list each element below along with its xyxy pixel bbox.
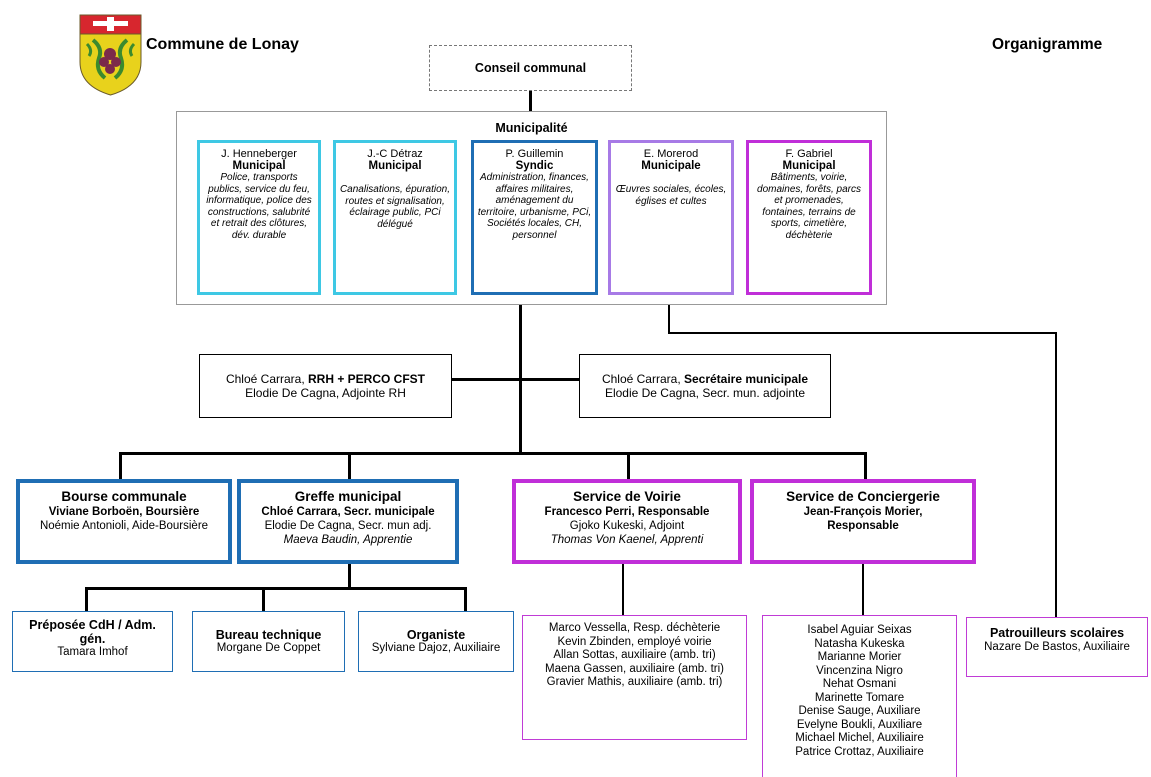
sub-unit-prepose-cdh: Préposée CdH / Adm. gén. Tamara Imhof <box>12 611 173 672</box>
member-role: Municipal <box>782 159 836 172</box>
department-member: Elodie De Cagna, Secr. mun adj. <box>264 520 432 532</box>
department-apprentice: Maeva Baudin, Apprentie <box>283 534 413 546</box>
staff-member: Natasha Kukeska <box>814 637 905 650</box>
member-responsibilities: Bâtiments, voirie, domaines, forêts, par… <box>757 172 861 241</box>
line-sub-horizontal <box>85 587 467 590</box>
conseil-communal-label: Conseil communal <box>474 61 587 75</box>
commune-name: Commune de Lonay <box>146 36 299 53</box>
municipal-card-gabriel: F. Gabriel Municipal Bâtiments, voirie, … <box>746 140 872 295</box>
commune-crest-logo <box>79 14 142 96</box>
staff-secretariat-line2: Elodie De Cagna, Secr. mun. adjointe <box>604 386 806 400</box>
staff-member: Marianne Morier <box>817 651 902 663</box>
staff-box-secretariat: Chloé Carrara, Secrétaire municipale Elo… <box>579 354 831 418</box>
staff-member: Gravier Mathis, auxiliaire (amb. tri) <box>546 676 723 688</box>
department-bourse-communale: Bourse communale Viviane Borboën, Boursi… <box>16 479 232 564</box>
patrouilleurs-person: Nazare De Bastos, Auxiliaire <box>984 641 1130 653</box>
department-service-conciergerie: Service de Conciergerie Jean-François Mo… <box>750 479 976 564</box>
line-conseil-municipalite <box>529 91 532 111</box>
staff-member: Patrice Crottaz, Auxiliaire <box>795 745 924 758</box>
municipal-card-detraz: J.-C Détraz Municipal Canalisations, épu… <box>333 140 457 295</box>
line-to-greffe <box>348 452 351 479</box>
line-conciergerie-staff <box>862 564 864 615</box>
patrouilleurs-title: Patrouilleurs scolaires <box>989 626 1125 640</box>
staff-member: Vincenzina Nigro <box>816 664 903 677</box>
member-name: J. Henneberger <box>221 148 297 160</box>
municipal-card-guillemin: P. Guillemin Syndic Administration, fina… <box>471 140 598 295</box>
department-title: Service de Voirie <box>573 489 681 504</box>
department-apprentice: Thomas Von Kaenel, Apprenti <box>550 534 704 546</box>
sub-unit-title-cont: gén. <box>79 632 106 646</box>
line-staff-horizontal <box>452 378 579 381</box>
department-member: Noémie Antonioli, Aide-Boursière <box>39 520 209 532</box>
sub-unit-title: Organiste <box>406 628 466 642</box>
staff-member: Michael Michel, Auxiliaire <box>795 732 924 744</box>
department-service-voirie: Service de Voirie Francesco Perri, Respo… <box>512 479 742 564</box>
member-responsibilities: Œuvres sociales, écoles, églises et cult… <box>615 184 727 207</box>
line-to-voirie <box>627 452 630 479</box>
line-to-bourse <box>119 452 122 479</box>
sub-unit-bureau-technique: Bureau technique Morgane De Coppet <box>192 611 345 672</box>
sub-unit-person: Sylviane Dajoz, Auxiliaire <box>371 642 501 654</box>
member-role: Municipal <box>232 159 286 172</box>
line-gabriel-down <box>668 293 670 333</box>
staff-member: Marco Vessella, Resp. déchèterie <box>548 622 721 634</box>
member-responsibilities: Administration, finances, affaires milit… <box>477 172 592 241</box>
voirie-staff-list: Marco Vessella, Resp. déchèterie Kevin Z… <box>522 615 747 740</box>
department-title: Greffe municipal <box>294 489 402 504</box>
sub-unit-person: Tamara Imhof <box>57 646 128 658</box>
conciergerie-staff-list: Isabel Aguiar Seixas Natasha Kukeska Mar… <box>762 615 957 777</box>
department-member: Gjoko Kukeski, Adjoint <box>569 520 685 532</box>
line-greffe-down <box>348 563 351 588</box>
document-title: Organigramme <box>992 36 1103 53</box>
member-role: Municipale <box>641 159 701 172</box>
line-patrouilleurs-down <box>1055 332 1057 617</box>
sub-unit-title: Préposée CdH / Adm. <box>29 618 156 632</box>
municipal-card-morerod: E. Morerod Municipale Œuvres sociales, é… <box>608 140 734 295</box>
department-head: Jean-François Morier, <box>803 506 923 518</box>
staff-rh-line1: Chloé Carrara, RRH + PERCO CFST <box>225 372 426 386</box>
staff-member: Evelyne Boukli, Auxiliare <box>796 718 923 731</box>
member-role: Municipal <box>368 159 422 172</box>
conseil-communal-box: Conseil communal <box>429 45 632 91</box>
member-responsibilities: Canalisations, épuration, routes et sign… <box>339 184 451 230</box>
department-head: Viviane Borboën, Boursière <box>48 506 200 518</box>
member-name: P. Guillemin <box>505 148 564 160</box>
line-to-bureau <box>262 587 265 611</box>
department-head: Chloé Carrara, Secr. municipale <box>261 506 435 518</box>
staff-member: Kevin Zbinden, employé voirie <box>557 635 712 648</box>
department-head-role: Responsable <box>827 520 899 532</box>
line-to-prepose <box>85 587 88 611</box>
sub-unit-person: Morgane De Coppet <box>216 642 321 654</box>
municipal-card-henneberger: J. Henneberger Municipal Police, transpo… <box>197 140 321 295</box>
member-name: J.-C Détraz <box>367 148 423 160</box>
staff-member: Maena Gassen, auxiliaire (amb. tri) <box>545 662 724 675</box>
patrouilleurs-scolaires-box: Patrouilleurs scolaires Nazare De Bastos… <box>966 617 1148 677</box>
staff-member: Isabel Aguiar Seixas <box>807 624 912 636</box>
line-departments-horizontal <box>119 452 866 455</box>
department-greffe-municipal: Greffe municipal Chloé Carrara, Secr. mu… <box>237 479 459 564</box>
sub-unit-organiste: Organiste Sylviane Dajoz, Auxiliaire <box>358 611 514 672</box>
municipalite-title: Municipalité <box>495 121 568 135</box>
line-to-conciergerie <box>864 452 867 479</box>
member-responsibilities: Police, transports publics, service du f… <box>206 172 312 241</box>
line-gabriel-horizontal <box>668 332 1057 334</box>
staff-box-rh: Chloé Carrara, RRH + PERCO CFST Elodie D… <box>199 354 452 418</box>
staff-rh-line2: Elodie De Cagna, Adjointe RH <box>245 386 406 400</box>
staff-member: Nehat Osmani <box>822 678 897 690</box>
department-head: Francesco Perri, Responsable <box>544 506 710 518</box>
member-name: E. Morerod <box>643 148 699 160</box>
staff-member: Marinette Tomare <box>814 691 905 704</box>
department-title: Service de Conciergerie <box>786 489 940 504</box>
staff-member: Allan Sottas, auxiliaire (amb. tri) <box>553 649 716 661</box>
member-name: F. Gabriel <box>785 148 833 160</box>
line-voirie-staff <box>622 564 624 615</box>
sub-unit-title: Bureau technique <box>215 628 322 642</box>
member-role: Syndic <box>515 159 554 172</box>
staff-member: Denise Sauge, Auxiliare <box>798 705 921 717</box>
department-title: Bourse communale <box>61 489 187 504</box>
line-to-organiste <box>464 587 467 611</box>
staff-secretariat-line1: Chloé Carrara, Secrétaire municipale <box>601 372 809 386</box>
